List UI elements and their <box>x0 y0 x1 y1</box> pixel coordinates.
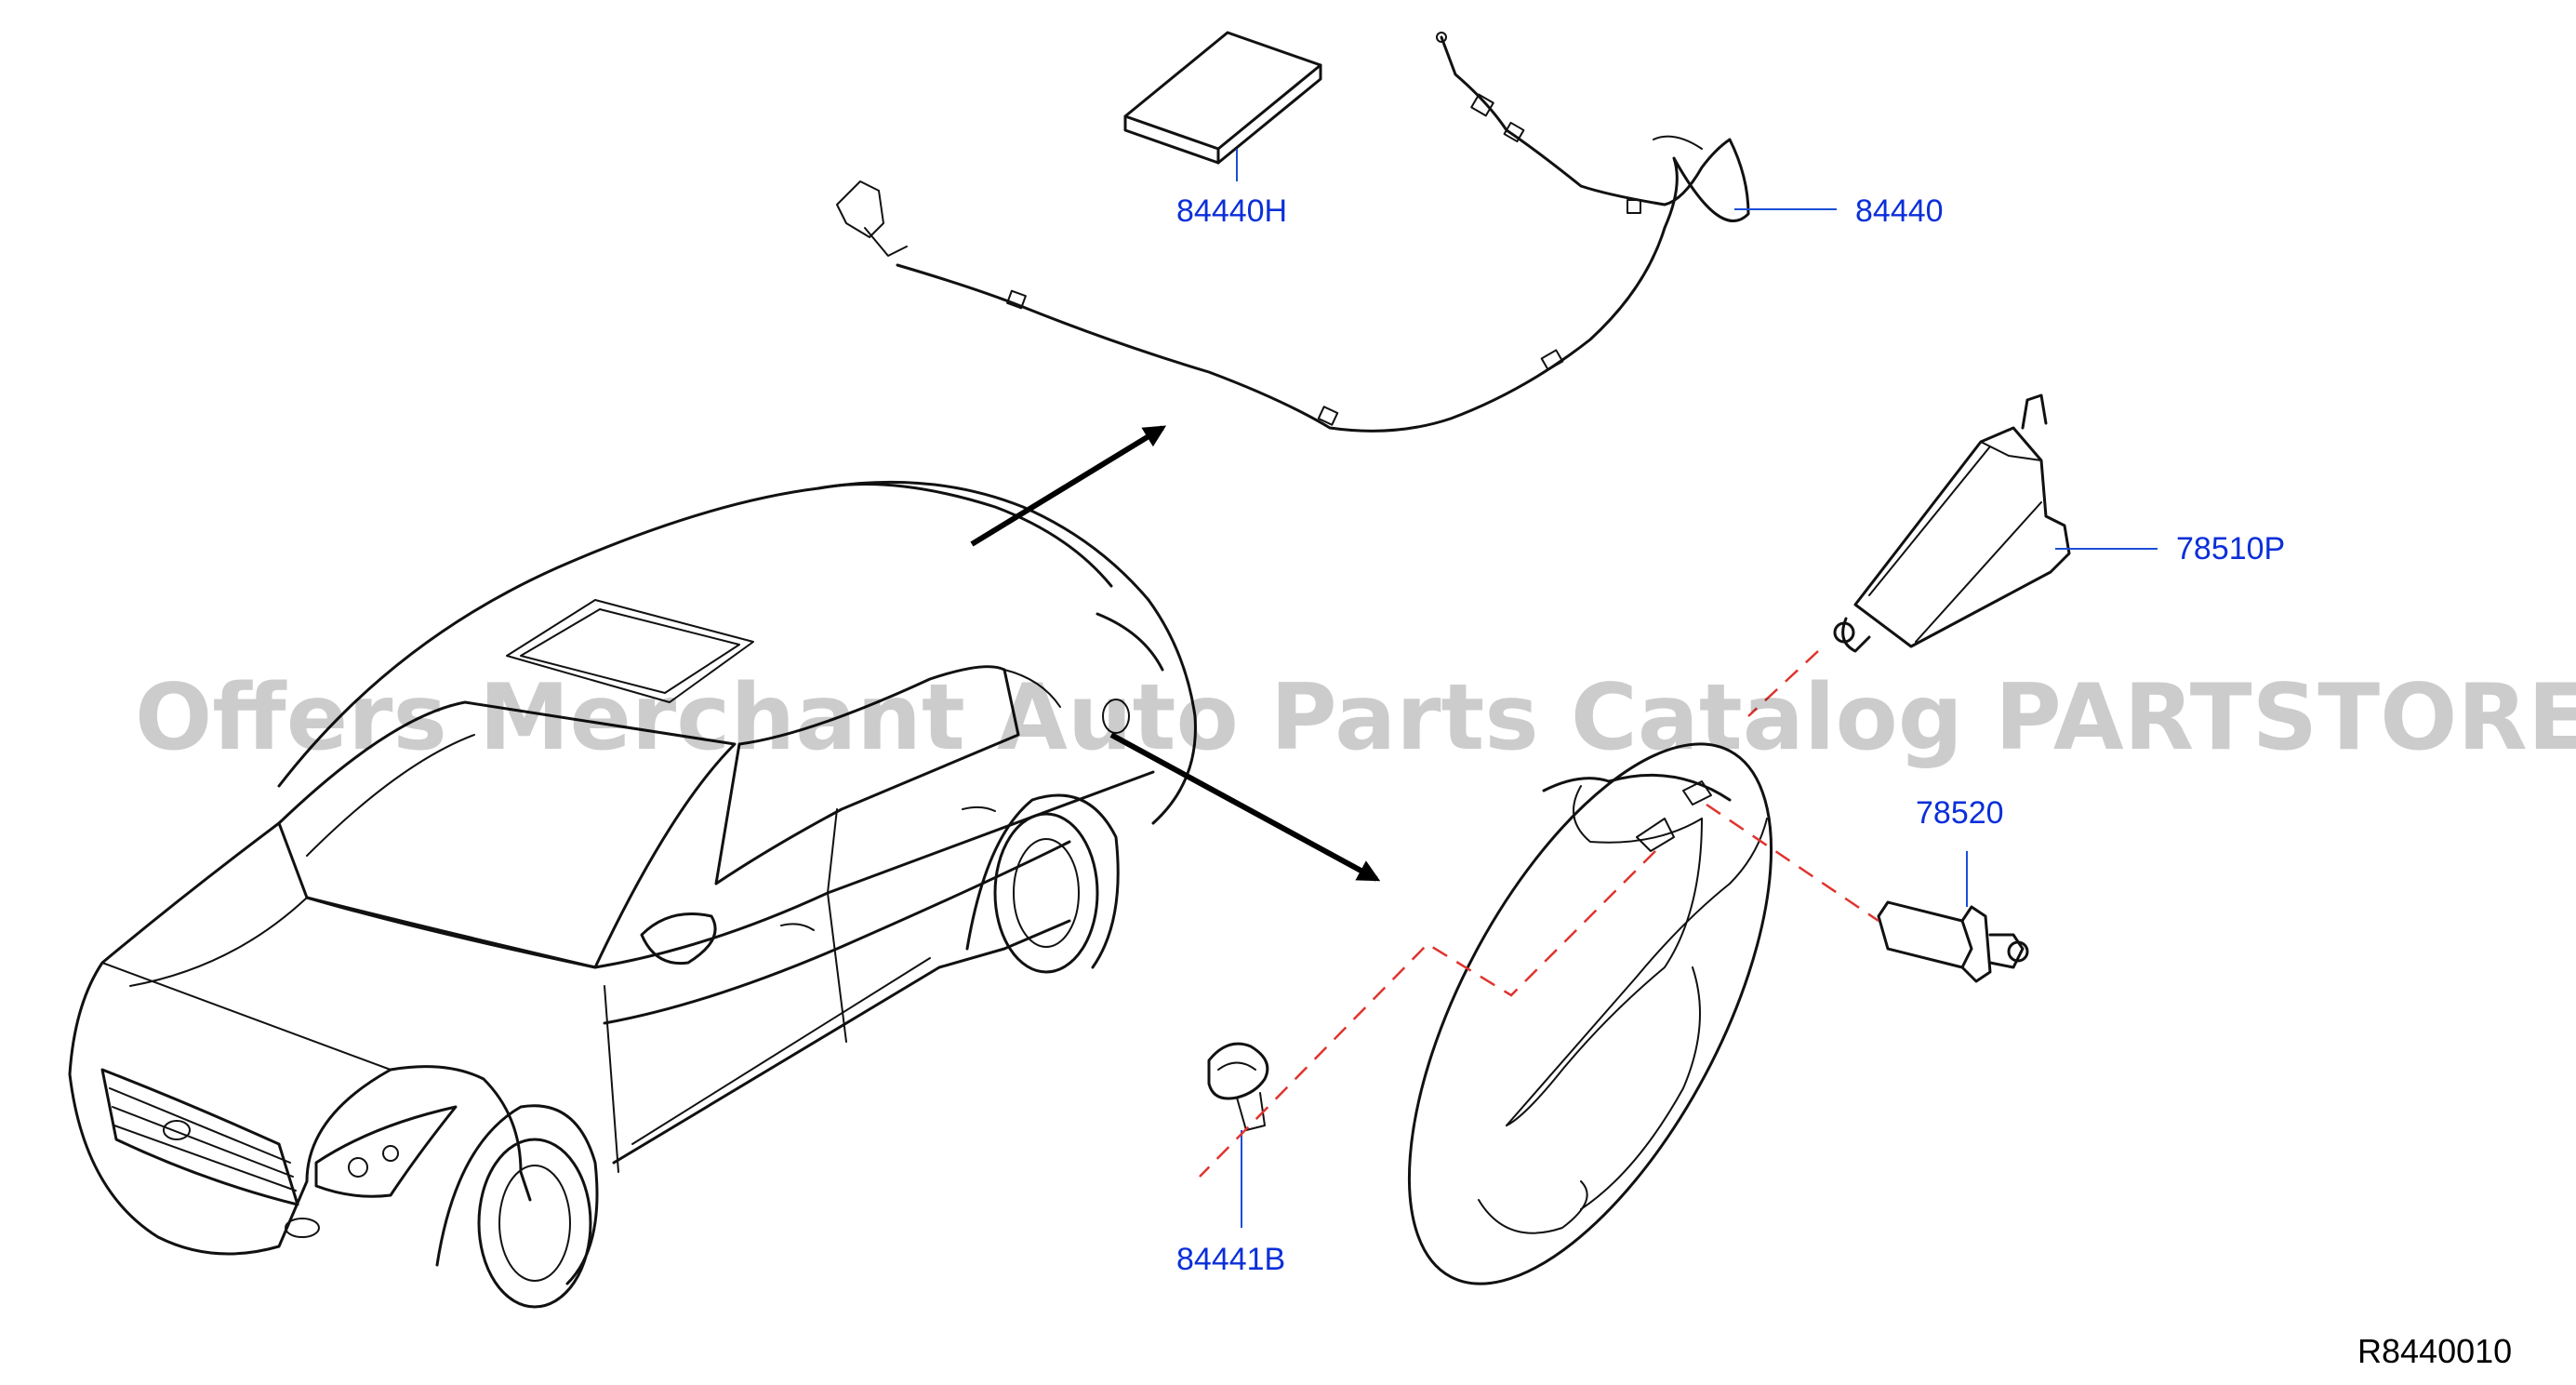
part-label-84441B[interactable]: 84441B <box>1176 1242 1285 1277</box>
part-84441B-illustration <box>1207 1042 1269 1131</box>
part-84440H-illustration <box>1123 31 1322 165</box>
part-78510P-illustration <box>1833 393 2071 653</box>
car-illustration <box>68 480 1197 1309</box>
watermark: Offers Merchant Auto Parts Catalog PARTS… <box>135 665 2576 771</box>
part-label-84440H[interactable]: 84440H <box>1176 193 1287 229</box>
part-label-84440[interactable]: 84440 <box>1855 193 1944 229</box>
part-78520-illustration <box>1877 900 2029 983</box>
part-label-78510P[interactable]: 78510P <box>2176 531 2285 566</box>
arrow-to-cable <box>970 425 1167 547</box>
assembly-line-actuator <box>1747 650 1819 717</box>
fuel-lid-illustration <box>1407 742 1773 1285</box>
part-84440-cable-illustration <box>836 32 1750 433</box>
assembly-line-clip <box>1199 850 1656 1178</box>
arrow-to-fuel-lid <box>1109 732 1381 882</box>
part-label-78520[interactable]: 78520 <box>1916 795 2004 831</box>
assembly-line-plunger <box>1706 803 1879 923</box>
reference-code: R8440010 <box>2357 1332 2512 1370</box>
